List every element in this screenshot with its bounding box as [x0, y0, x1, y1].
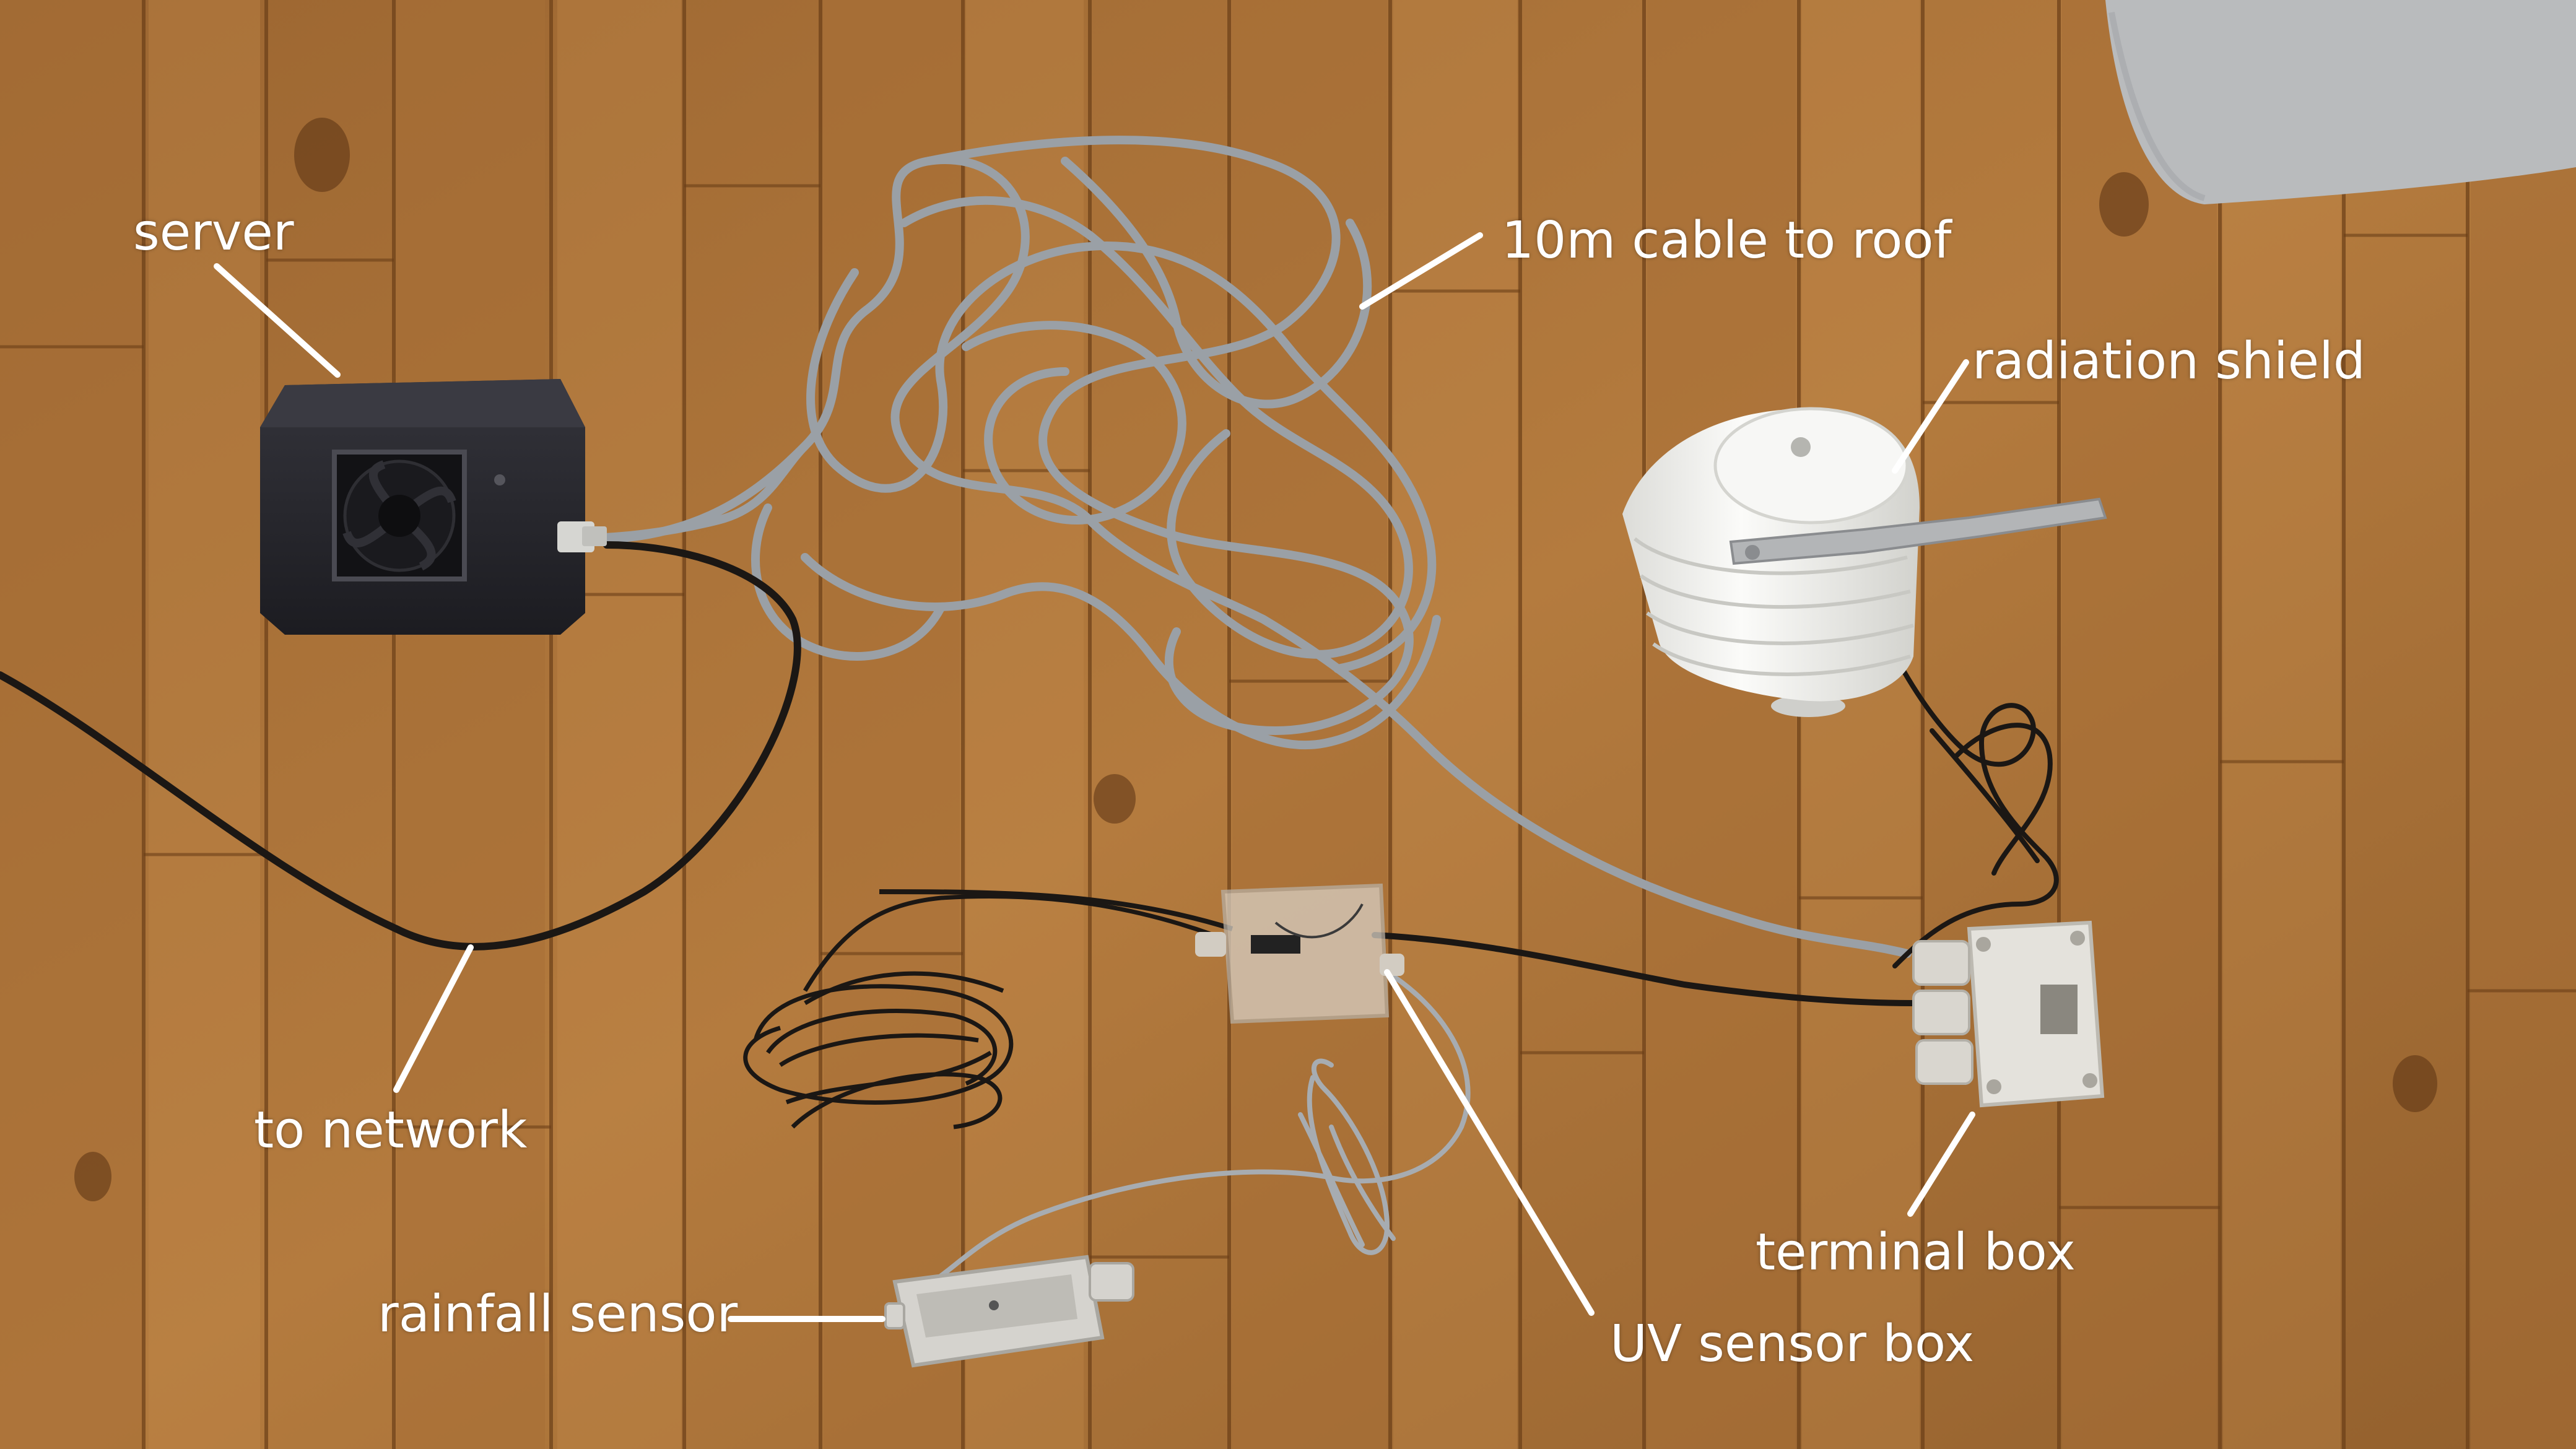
shield-cable	[1880, 629, 2059, 968]
network-pointer	[393, 944, 474, 1093]
grey-cable-coil	[609, 136, 1912, 958]
radiation-shield	[1622, 407, 2107, 717]
terminal-pointer	[1907, 1112, 1975, 1217]
annotation-lines	[214, 232, 1975, 1322]
label-terminal-box: terminal box	[1756, 1223, 2076, 1282]
server-box	[260, 379, 607, 635]
label-rainfall-sensor: rainfall sensor	[378, 1285, 738, 1344]
uv-to-terminal-cable	[1372, 932, 1917, 1006]
cable-pointer	[1359, 232, 1483, 310]
uv-pointer	[1384, 969, 1595, 1316]
label-to-network: to network	[254, 1101, 528, 1160]
black-cable-coil	[743, 894, 1215, 1129]
network-cable	[0, 541, 801, 951]
label-uv-sensor-box: UV sensor box	[1610, 1315, 1975, 1373]
uv-sensor-box	[1195, 883, 1404, 1024]
mounting-bracket	[1729, 497, 2107, 565]
terminal-box	[1912, 920, 2105, 1108]
rug	[2105, 0, 2576, 204]
rainfall-cable	[939, 970, 1471, 1278]
rainfall-sensor	[884, 1255, 1134, 1368]
label-cable-to-roof: 10m cable to roof	[1502, 211, 1952, 270]
server-grey-cable	[559, 442, 809, 543]
label-server: server	[133, 203, 294, 262]
shield-pointer	[1892, 359, 1969, 474]
server-pointer	[214, 263, 341, 378]
label-radiation-shield: radiation shield	[1972, 332, 2365, 391]
